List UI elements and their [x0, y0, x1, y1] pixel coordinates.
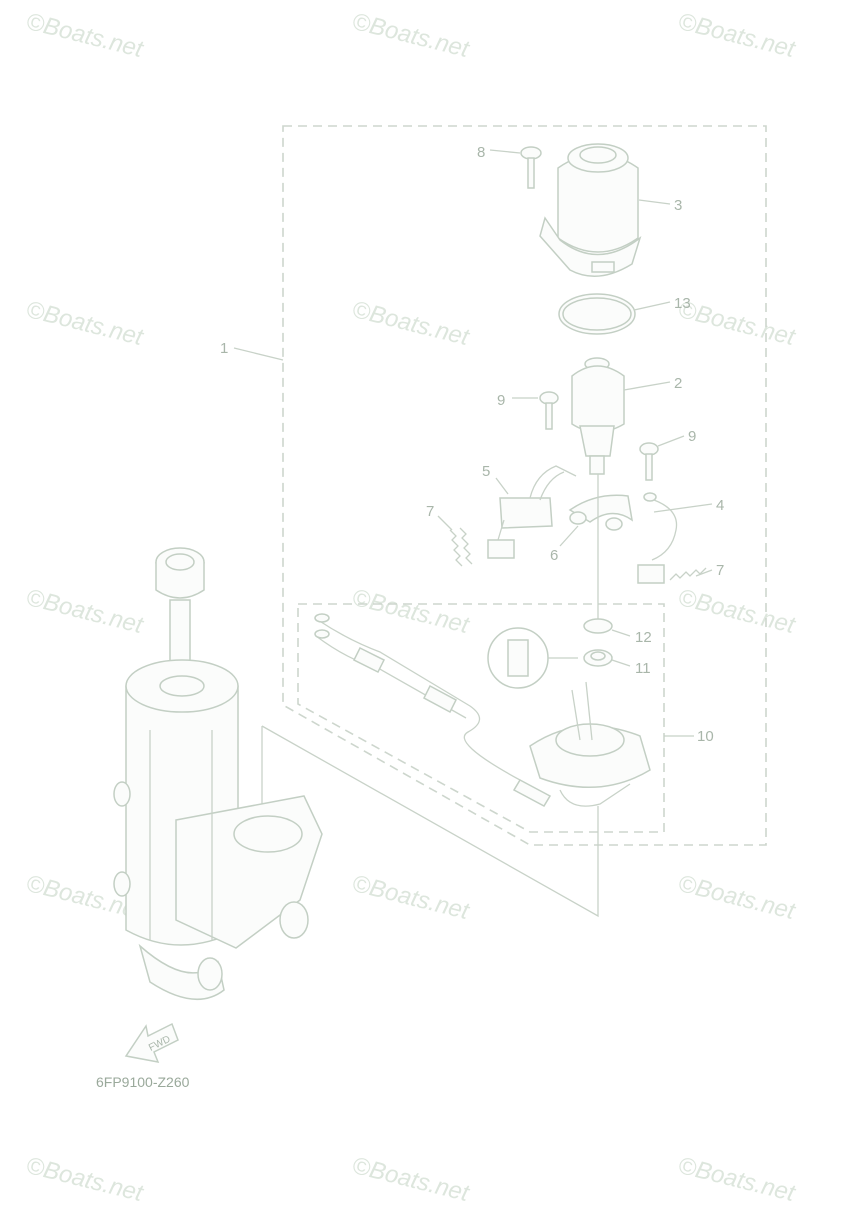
brush-holder-part — [487, 465, 577, 559]
callout-9-right: 9 — [688, 428, 696, 445]
assembly-boundary-outer — [282, 125, 767, 846]
callout-7-right: 7 — [716, 562, 724, 579]
bolt-part-9-left — [539, 391, 559, 430]
callout-10: 10 — [697, 728, 714, 745]
armature-part — [571, 357, 625, 475]
spring-part-left — [449, 527, 473, 567]
washer-part — [583, 618, 613, 634]
bolt-part-8 — [520, 146, 542, 189]
spring-part-right — [669, 567, 707, 581]
leader-lines — [233, 149, 713, 737]
callout-13: 13 — [674, 295, 691, 312]
motor-part — [539, 143, 642, 277]
assembly-boundary-inner — [297, 603, 665, 833]
callout-5: 5 — [482, 463, 490, 480]
callout-3: 3 — [674, 197, 682, 214]
callout-6: 6 — [550, 547, 558, 564]
callout-2: 2 — [674, 375, 682, 392]
o-ring-part — [558, 293, 636, 335]
fwd-arrow-icon: FWD — [124, 1022, 179, 1063]
tilt-cylinder-assembly — [113, 547, 323, 1001]
diagram-code: 6FP9100-Z260 — [96, 1074, 190, 1090]
callout-4: 4 — [716, 497, 724, 514]
callout-8: 8 — [477, 144, 485, 161]
callout-7-left: 7 — [426, 503, 434, 520]
callout-9-left: 9 — [497, 392, 505, 409]
bolt-part-9-right — [639, 442, 659, 481]
detail-circle — [487, 627, 578, 689]
base-harness-part — [314, 613, 651, 807]
lead-wire-part — [637, 492, 678, 584]
callout-12: 12 — [635, 629, 652, 646]
callout-1: 1 — [220, 340, 228, 357]
callout-11: 11 — [635, 660, 651, 677]
